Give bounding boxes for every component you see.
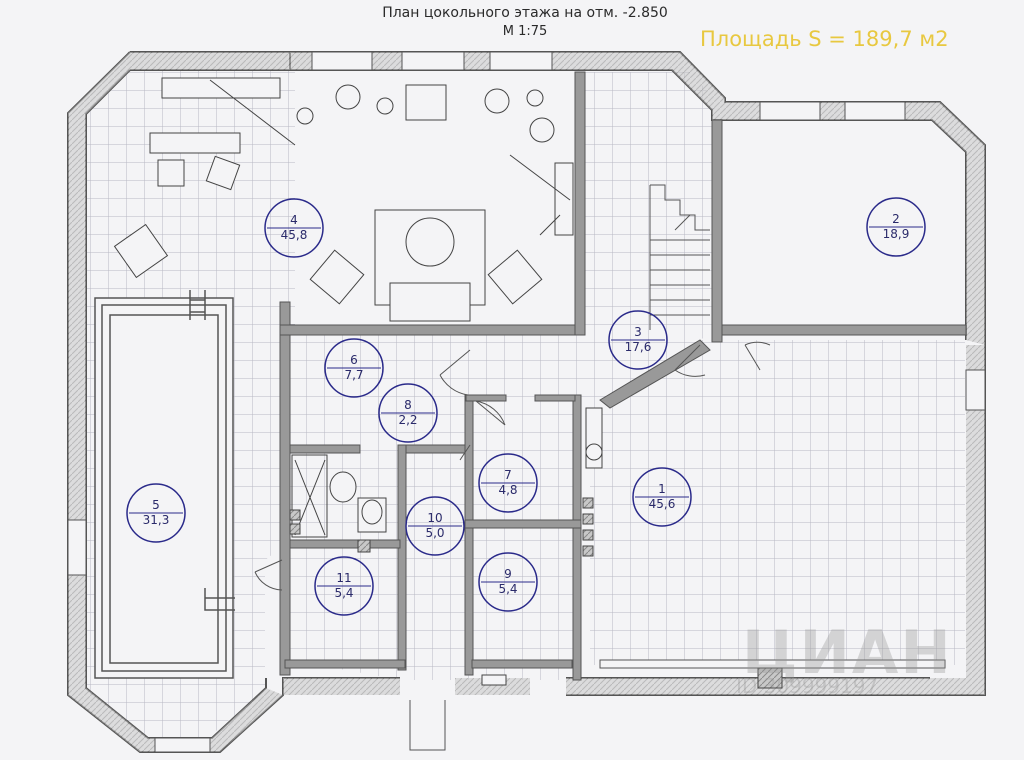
windows [67, 51, 986, 753]
tiled-floors [85, 70, 965, 740]
pool [94, 290, 235, 679]
watermark-brand: ЦИАН [742, 618, 953, 688]
staircase [649, 184, 710, 330]
room-circle [632, 467, 692, 527]
room-circle [608, 310, 668, 370]
room-circle [478, 552, 538, 612]
watermark-code: ID 309999197 [736, 674, 879, 698]
room-circle [866, 197, 926, 257]
plan-scale: М 1:75 [502, 24, 548, 39]
interior-walls [279, 71, 967, 681]
room-circle [264, 198, 324, 258]
room-circle [126, 483, 186, 543]
furniture [113, 77, 574, 322]
room-circle [378, 383, 438, 443]
area-total: Площадь S = 189,7 м2 [700, 27, 949, 51]
room-circle [314, 556, 374, 616]
room-circle [478, 453, 538, 513]
bathroom-fixtures [289, 407, 783, 689]
doors [254, 341, 771, 751]
room-circle [324, 338, 384, 398]
wall-hatching [68, 52, 985, 752]
room-circle [405, 496, 465, 556]
plan-title: План цокольного этажа на отм. -2.850 [382, 5, 668, 21]
room-markers [126, 197, 926, 616]
